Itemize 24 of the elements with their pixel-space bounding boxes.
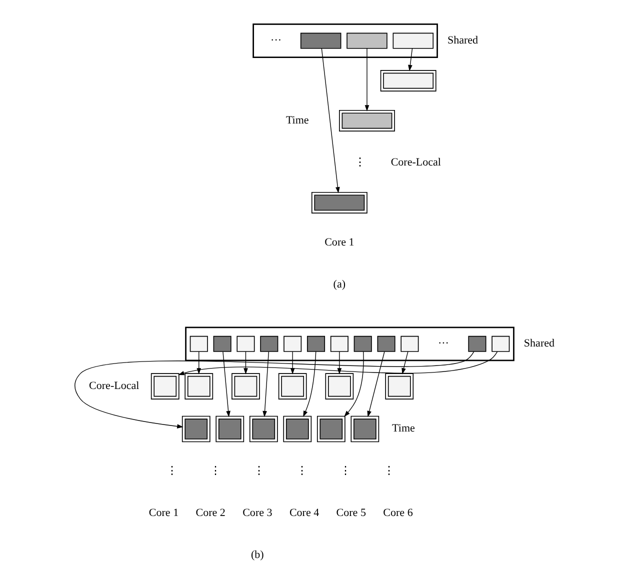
label: Core 6 bbox=[383, 507, 413, 520]
label: Core 3 bbox=[242, 507, 272, 520]
label: Shared bbox=[524, 338, 555, 350]
label: ⋮ bbox=[166, 465, 178, 478]
node-text: ··· bbox=[270, 34, 282, 46]
label: Time bbox=[392, 422, 415, 435]
label: (a) bbox=[333, 278, 346, 290]
label: Core-Local bbox=[89, 380, 140, 392]
label: Core-Local bbox=[390, 156, 441, 168]
label: (b) bbox=[251, 549, 264, 562]
label: Shared bbox=[447, 34, 478, 46]
label: ⋮ bbox=[296, 465, 308, 478]
label: ⋮ bbox=[210, 465, 221, 478]
label: ⋮ bbox=[253, 465, 264, 478]
label: Time bbox=[286, 114, 309, 126]
label: Core 1 bbox=[148, 507, 179, 520]
label: ⋮ bbox=[354, 156, 366, 168]
node-label: Core 1 bbox=[324, 236, 354, 248]
label: Core 5 bbox=[336, 507, 366, 520]
label: Core 2 bbox=[196, 507, 226, 520]
node-text: ··· bbox=[438, 338, 449, 350]
label: ⋮ bbox=[384, 465, 395, 478]
label: ⋮ bbox=[340, 465, 352, 478]
label: Core 4 bbox=[289, 507, 320, 520]
